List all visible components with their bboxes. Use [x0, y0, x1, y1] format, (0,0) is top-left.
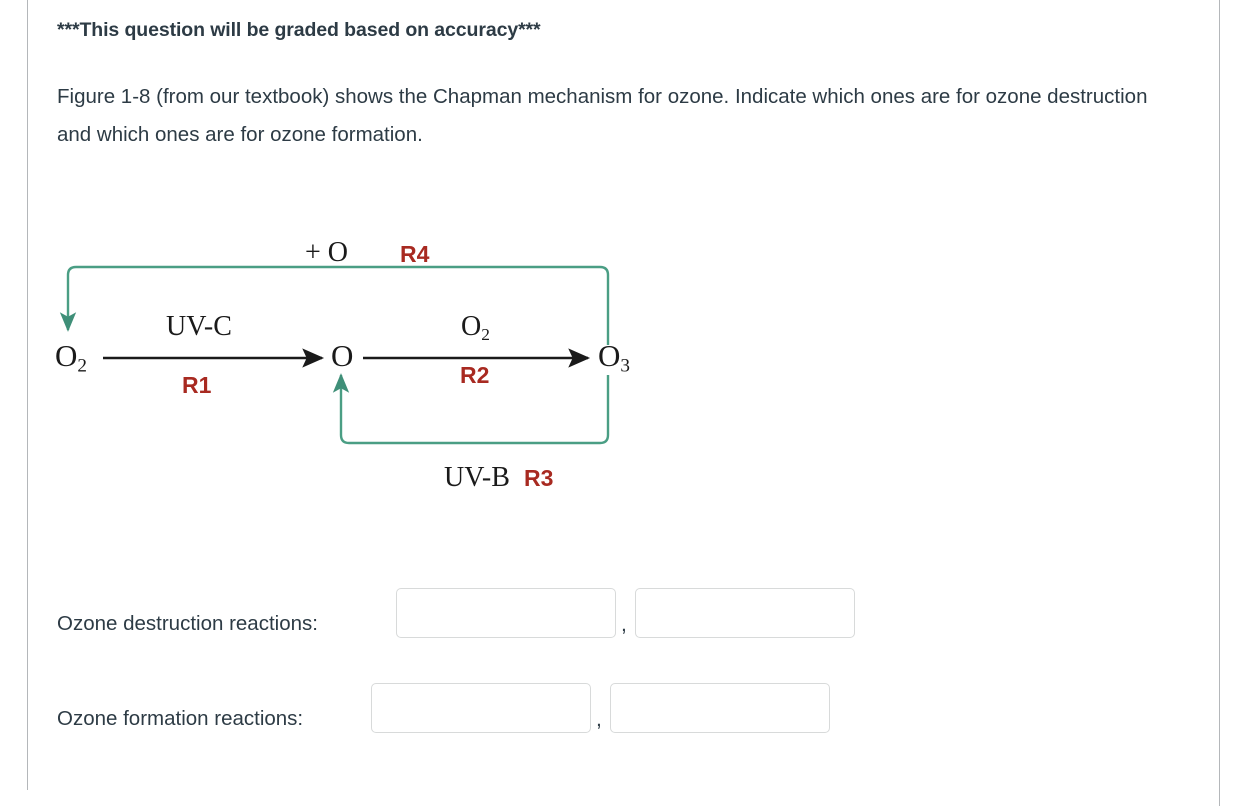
ozone-formation-separator: ,: [596, 708, 602, 731]
container-left-border: [27, 0, 28, 790]
condition-uvc-label: UV-C: [166, 311, 232, 342]
r4-green-loop-path: [59, 265, 610, 345]
ozone-formation-field-2[interactable]: [610, 683, 830, 733]
question-body-text: Figure 1-8 (from our textbook) shows the…: [57, 85, 1148, 146]
reaction-label-r4: R4: [400, 241, 430, 267]
condition-o2-label: O2: [461, 311, 490, 344]
ozone-destruction-separator: ,: [621, 613, 627, 636]
species-o3-right: O3: [598, 338, 630, 377]
ozone-destruction-label: Ozone destruction reactions:: [57, 612, 318, 635]
ozone-formation-field-1[interactable]: [371, 683, 591, 733]
condition-uvb-label: UV-B: [444, 462, 510, 493]
condition-plus-o-top: + O: [305, 237, 349, 268]
container-right-border: [1219, 0, 1220, 806]
question-heading: ***This question will be graded based on…: [57, 19, 541, 41]
chapman-mechanism-figure: O2 O O3 + O UV-C O2 UV-B R1 R2 R3 R4: [0, 225, 700, 515]
chapman-diagram-svg: [59, 265, 610, 445]
reaction-label-r3: R3: [524, 465, 554, 491]
ozone-destruction-field-2[interactable]: [635, 588, 855, 638]
species-o-middle: O: [331, 338, 354, 373]
ozone-destruction-field-1[interactable]: [396, 588, 616, 638]
r3-green-loop-path: [332, 373, 610, 445]
reaction-label-r2: R2: [460, 362, 490, 388]
species-o2-left: O2: [55, 338, 87, 377]
reaction-label-r1: R1: [182, 372, 212, 398]
ozone-formation-label: Ozone formation reactions:: [57, 707, 304, 730]
